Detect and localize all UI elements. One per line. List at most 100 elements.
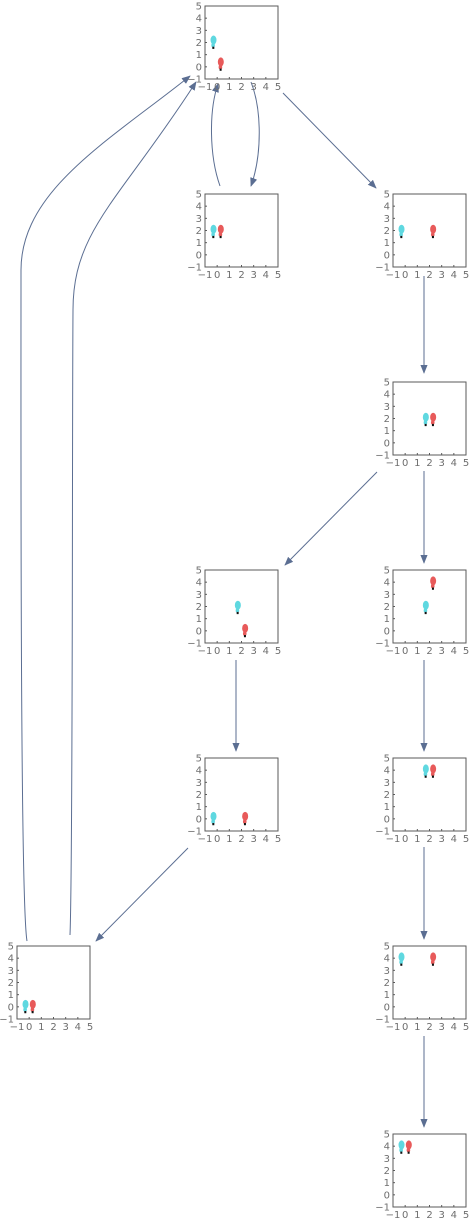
x-tick-label: 5	[463, 1210, 469, 1221]
cyan-point	[234, 600, 241, 615]
y-tick-label: 3	[384, 214, 390, 225]
x-tick-label: 3	[62, 1022, 68, 1033]
y-tick-label: 3	[384, 778, 390, 789]
y-tick-label: −1	[187, 263, 202, 274]
x-tick-label: 1	[414, 270, 420, 281]
x-tick-label: 3	[438, 458, 444, 469]
y-tick-label: 4	[196, 766, 202, 777]
x-tick-label: −1	[10, 1022, 25, 1033]
edge-p0-p1	[250, 81, 260, 187]
edge-p8-p0	[20, 75, 191, 942]
cyan-point	[398, 952, 405, 966]
x-tick-label: 2	[238, 834, 244, 845]
y-tick-label: −1	[187, 639, 202, 650]
cyan-point	[422, 412, 429, 427]
x-tick-label: 4	[263, 646, 269, 657]
x-tick-label: −1	[386, 1210, 401, 1221]
y-tick-label: −1	[0, 1015, 14, 1026]
y-tick-label: 0	[384, 438, 390, 449]
y-tick-label: 1	[384, 426, 390, 437]
x-tick-label: 0	[402, 458, 408, 469]
y-tick-label: 3	[384, 590, 390, 601]
y-tick-label: 5	[196, 566, 202, 577]
x-tick-label: 0	[402, 834, 408, 845]
y-tick-label: 0	[384, 1190, 390, 1201]
x-tick-label: 4	[451, 458, 457, 469]
x-tick-label: 5	[463, 834, 469, 845]
x-tick-label: 0	[402, 1210, 408, 1221]
x-tick-label: 1	[226, 82, 232, 93]
x-tick-label: 3	[250, 82, 256, 93]
y-tick-label: 5	[384, 942, 390, 953]
y-tick-label: 2	[384, 1166, 390, 1177]
y-tick-label: 5	[384, 190, 390, 201]
x-tick-label: 2	[426, 458, 432, 469]
y-tick-label: 5	[8, 942, 14, 953]
y-tick-label: 1	[384, 990, 390, 1001]
x-tick-label: 4	[263, 270, 269, 281]
y-tick-label: 2	[384, 602, 390, 613]
y-tick-label: 1	[196, 802, 202, 813]
y-tick-label: 1	[384, 802, 390, 813]
y-tick-label: 1	[384, 614, 390, 625]
x-tick-label: −1	[386, 646, 401, 657]
y-tick-label: 0	[8, 1002, 14, 1013]
x-tick-label: 4	[451, 646, 457, 657]
x-tick-label: 5	[87, 1022, 93, 1033]
y-tick-label: −1	[187, 75, 202, 86]
x-tick-label: 2	[426, 270, 432, 281]
cyan-point	[398, 1140, 405, 1154]
x-tick-label: 4	[75, 1022, 81, 1033]
y-tick-label: 3	[196, 590, 202, 601]
x-tick-label: 2	[238, 270, 244, 281]
red-point	[405, 1140, 412, 1154]
x-tick-label: 3	[438, 834, 444, 845]
x-tick-label: −1	[386, 1022, 401, 1033]
y-tick-label: 4	[384, 954, 390, 965]
x-tick-label: 1	[414, 1022, 420, 1033]
plot-frame	[392, 945, 467, 1020]
y-tick-label: 3	[8, 966, 14, 977]
x-tick-label: 3	[438, 646, 444, 657]
y-tick-label: 4	[196, 578, 202, 589]
plot-frame	[204, 569, 279, 644]
x-tick-label: 0	[402, 270, 408, 281]
x-tick-label: −1	[198, 834, 213, 845]
red-point	[242, 623, 249, 638]
x-tick-label: 4	[451, 1022, 457, 1033]
y-tick-label: −1	[375, 1015, 390, 1026]
y-tick-label: 5	[384, 378, 390, 389]
y-tick-label: 2	[384, 414, 390, 425]
y-tick-label: 4	[8, 954, 14, 965]
y-tick-label: 2	[384, 978, 390, 989]
y-tick-label: 4	[384, 1142, 390, 1153]
x-tick-label: 2	[50, 1022, 56, 1033]
x-tick-label: 3	[250, 834, 256, 845]
x-tick-label: 2	[426, 1022, 432, 1033]
cyan-point	[210, 811, 217, 826]
cyan-point	[422, 600, 429, 615]
y-tick-label: 4	[384, 390, 390, 401]
x-tick-label: 5	[463, 270, 469, 281]
x-tick-label: 0	[402, 646, 408, 657]
red-point	[430, 224, 437, 239]
y-tick-label: −1	[187, 827, 202, 838]
cyan-point	[210, 224, 217, 239]
x-tick-label: 3	[438, 1210, 444, 1221]
x-tick-label: 4	[263, 82, 269, 93]
plot-frame	[392, 569, 467, 644]
red-point	[430, 952, 437, 966]
x-tick-label: 1	[414, 1210, 420, 1221]
y-tick-label: −1	[375, 451, 390, 462]
y-tick-label: 2	[196, 602, 202, 613]
y-tick-label: 3	[384, 966, 390, 977]
edge-p0-p2	[282, 92, 377, 189]
x-tick-label: 5	[275, 270, 281, 281]
plot-frame	[392, 381, 467, 456]
x-tick-label: 2	[238, 646, 244, 657]
x-tick-label: 2	[426, 834, 432, 845]
